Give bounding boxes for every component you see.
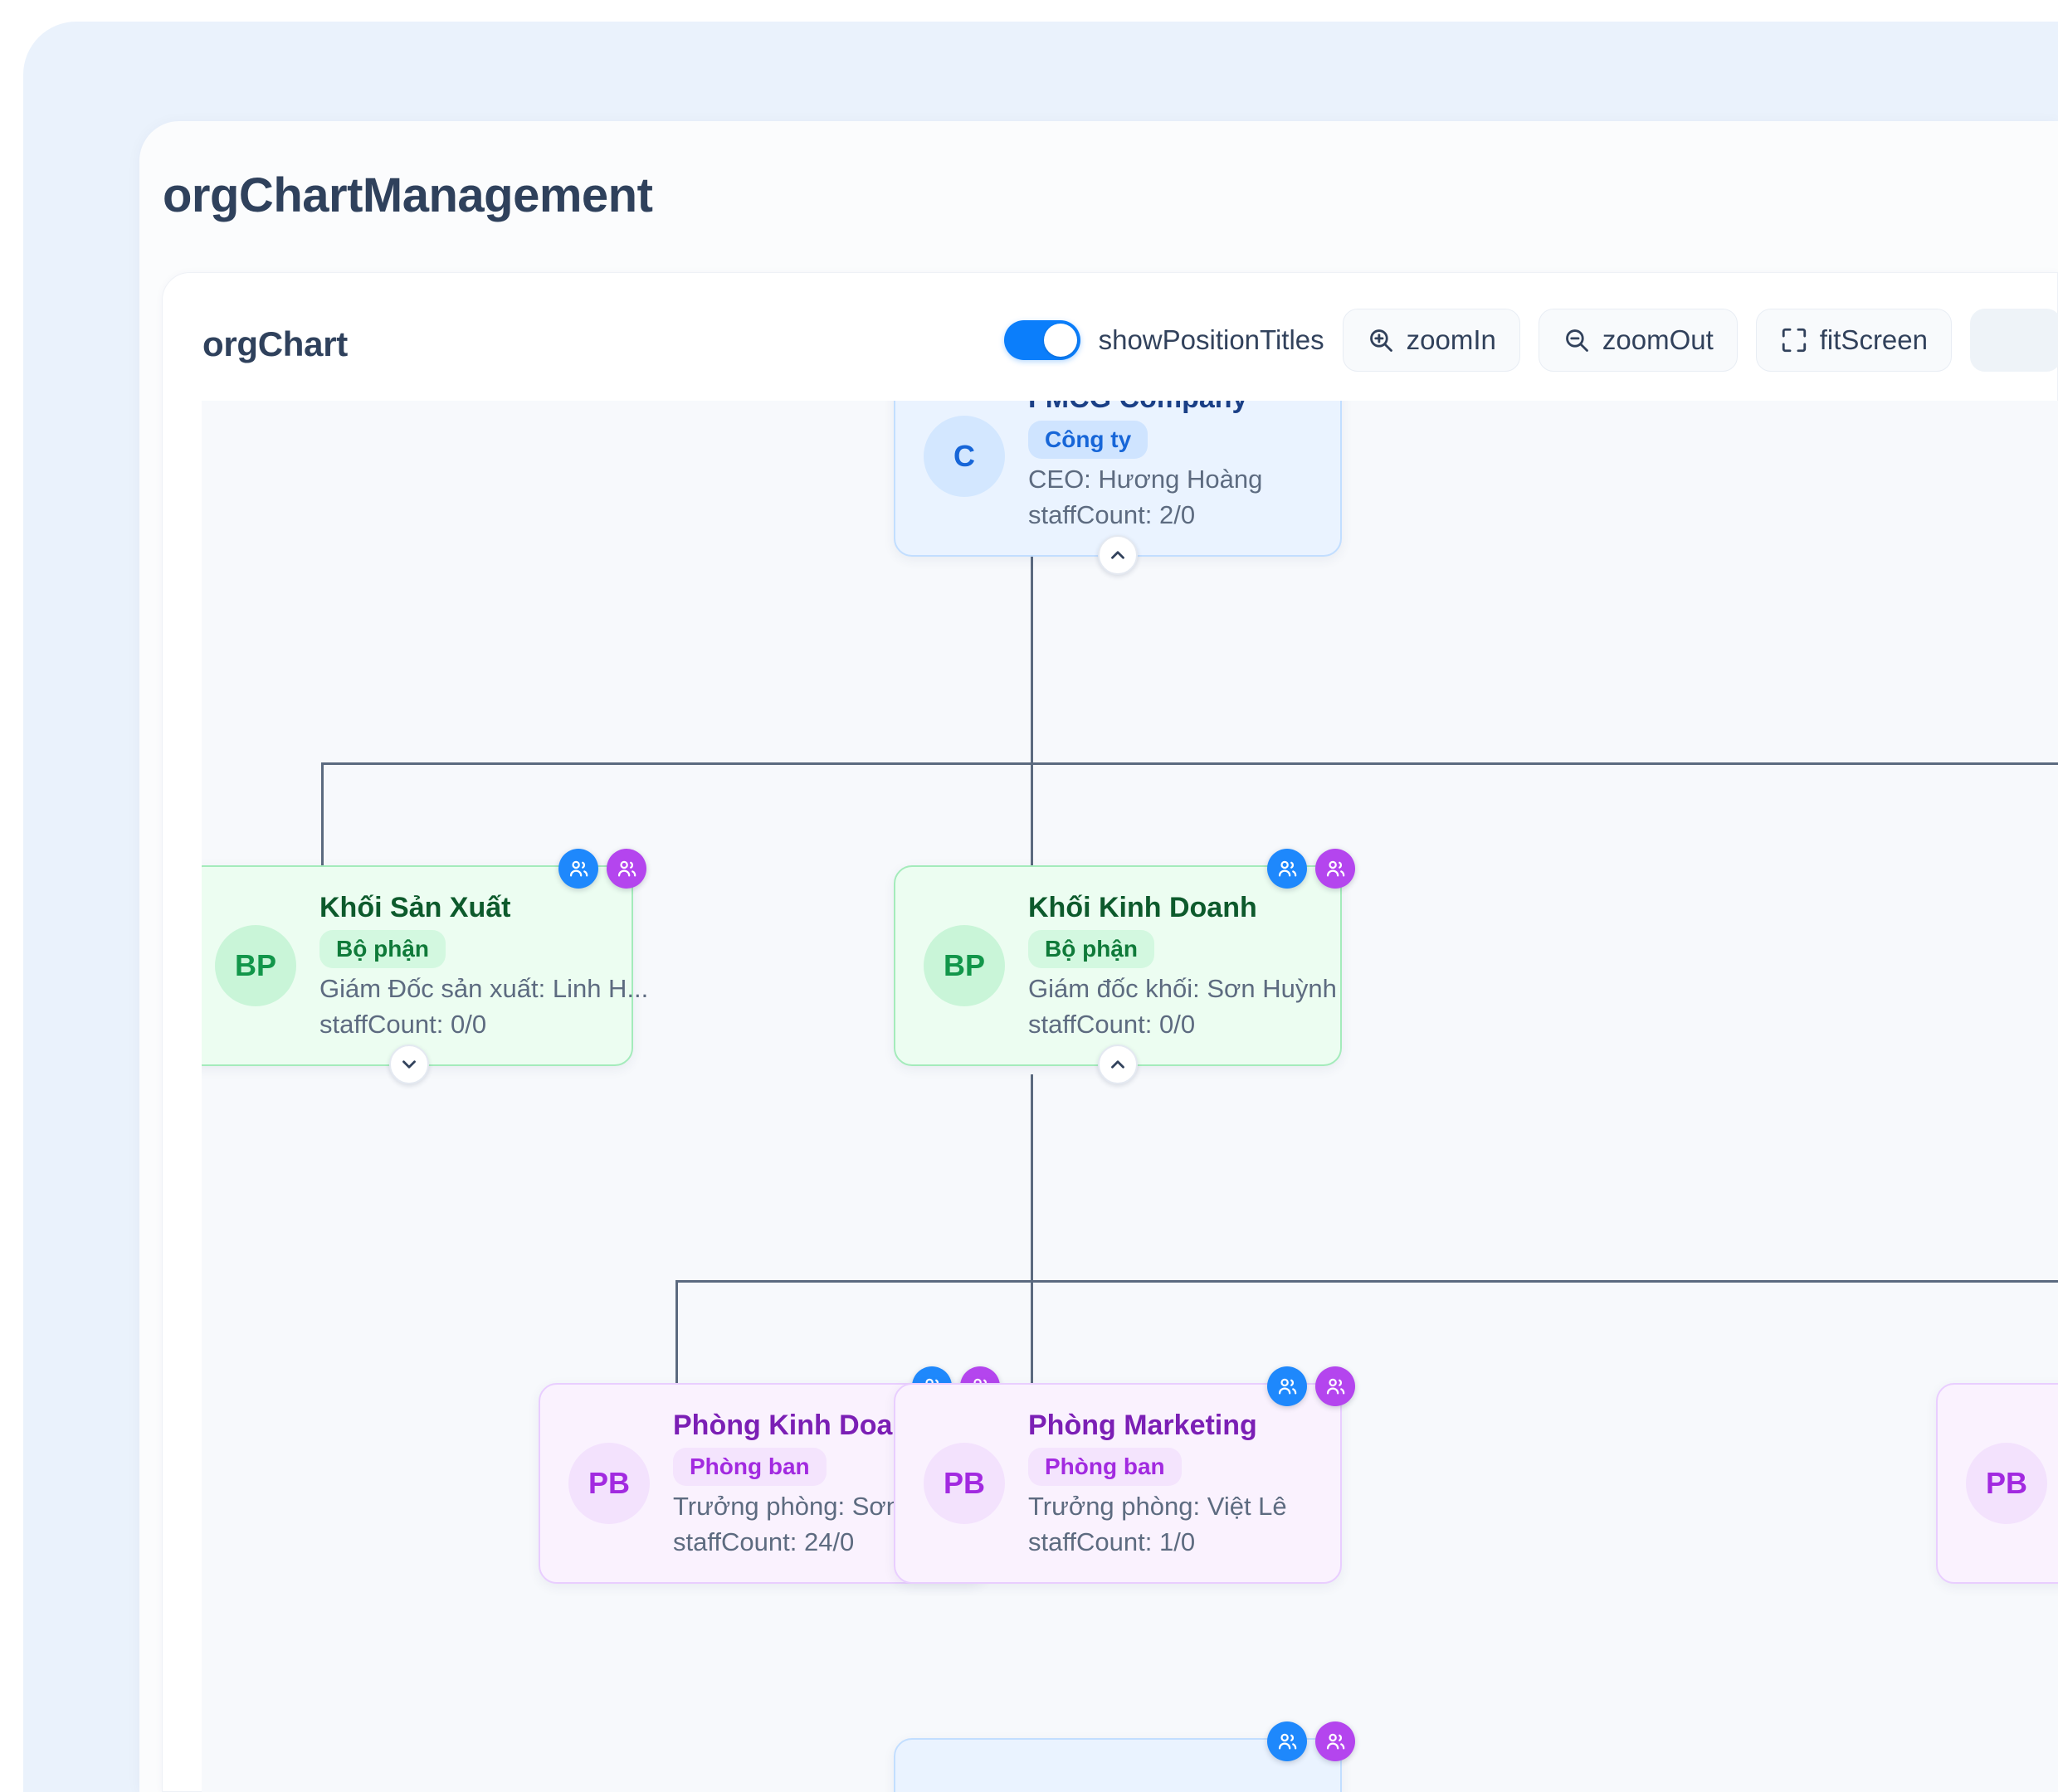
toggle-knob — [1043, 324, 1077, 357]
fit-screen-button[interactable]: fitScreen — [1755, 309, 1952, 372]
node-title: Khối Sản Xuất — [319, 892, 511, 923]
connector-to-khoi-kinh-doanh — [1031, 762, 1033, 865]
node-actions — [1267, 849, 1355, 889]
chart-heading: orgChart — [202, 324, 348, 363]
org-node-clipped-department[interactable]: PB — [1936, 1383, 2058, 1584]
zoom-out-label: zoomOut — [1602, 324, 1714, 355]
node-body: Khối Sản Xuất Bộ phận Giám Đốc sản xuất:… — [319, 892, 649, 1040]
chart-toolbar: showPositionTitles zoomIn — [1003, 309, 2058, 372]
node-actions — [558, 849, 646, 889]
users-icon — [1326, 860, 1344, 876]
zoom-in-label: zoomIn — [1406, 324, 1496, 355]
org-chart-card: orgChart showPositionTitles zoomIn — [162, 272, 2058, 1792]
connector-to-khoi-san-xuat — [321, 762, 324, 865]
node-position-line: Trưởng phòng: Việt Lê — [1028, 1492, 1287, 1521]
node-type-badge: Bộ phận — [319, 930, 446, 968]
show-position-titles-group[interactable]: showPositionTitles — [1003, 320, 1324, 360]
node-staff-count: staffCount: 2/0 — [1028, 500, 1196, 529]
users-icon — [569, 860, 588, 876]
node-staff-count: staffCount: 24/0 — [673, 1527, 855, 1556]
connector-to-phong-marketing — [1031, 1280, 1033, 1383]
users-icon — [1278, 1733, 1296, 1749]
node-staff-count: staffCount: 1/0 — [1028, 1527, 1196, 1556]
users-icon — [1326, 1378, 1344, 1394]
users-icon — [1326, 1733, 1344, 1749]
page-title: orgChartManagement — [163, 168, 653, 222]
fit-screen-icon — [1782, 328, 1806, 353]
node-body: FMCG Company Công ty CEO: Hương Hoàng st… — [1028, 401, 1262, 530]
node-actions — [1267, 1366, 1355, 1406]
manage-members-badge[interactable] — [607, 849, 646, 889]
node-staff-count: staffCount: 0/0 — [319, 1010, 487, 1039]
users-icon — [1278, 1378, 1296, 1394]
assign-staff-badge[interactable] — [558, 849, 598, 889]
show-position-titles-label: showPositionTitles — [1098, 324, 1324, 355]
connector-level1-bar — [321, 762, 2058, 765]
node-body: Phòng Kinh Doanh Phòng ban Trưởng phòng:… — [673, 1410, 982, 1557]
zoom-out-button[interactable]: zoomOut — [1538, 309, 1738, 372]
node-avatar: PB — [1966, 1443, 2047, 1524]
node-position-line: Giám đốc khối: Sơn Huỳnh — [1028, 974, 1337, 1003]
manage-members-badge[interactable] — [1315, 849, 1355, 889]
node-title: Phòng Marketing — [1028, 1410, 1257, 1441]
expand-toggle-button[interactable] — [389, 1045, 429, 1084]
connector-level2-bar — [675, 1280, 2058, 1283]
node-avatar: PB — [568, 1443, 650, 1524]
connector-to-phong-kinh-doanh — [675, 1280, 678, 1383]
org-node-test-company[interactable]: C Test Company Công ty — [894, 1721, 1355, 1792]
node-type-badge: Phòng ban — [673, 1448, 827, 1486]
chevron-up-icon — [1111, 551, 1124, 559]
node-actions — [1267, 1721, 1355, 1761]
node-position-line: Giám Đốc sản xuất: Linh H... — [319, 974, 649, 1003]
users-icon — [617, 860, 636, 876]
node-staff-count: staffCount: 0/0 — [1028, 1010, 1196, 1039]
org-node-phong-marketing[interactable]: PB Phòng Marketing Phòng ban Trưởng phòn… — [894, 1366, 1355, 1584]
zoom-out-icon — [1565, 329, 1588, 352]
assign-staff-badge[interactable] — [1267, 1721, 1307, 1761]
chart-header: orgChart showPositionTitles zoomIn — [163, 273, 2058, 401]
node-avatar: PB — [924, 1443, 1005, 1524]
show-position-titles-toggle[interactable] — [1003, 320, 1080, 360]
org-chart-canvas[interactable]: C FMCG Company Công ty CEO: Hương Hoàng … — [202, 401, 2058, 1792]
org-node-fmcg-company[interactable]: C FMCG Company Công ty CEO: Hương Hoàng … — [894, 401, 1342, 575]
node-title: Phòng Kinh Doanh — [673, 1410, 927, 1441]
node-type-badge: Công ty — [1028, 421, 1148, 459]
connector-kkd-down — [1031, 1074, 1033, 1282]
node-avatar: BP — [924, 925, 1005, 1006]
overflow-toolbar-button[interactable] — [1970, 309, 2058, 372]
fit-screen-label: fitScreen — [1819, 324, 1928, 355]
users-icon — [1278, 860, 1296, 876]
node-title: Khối Kinh Doanh — [1028, 892, 1257, 923]
manage-members-badge[interactable] — [1315, 1366, 1355, 1406]
chevron-up-icon — [1111, 1060, 1124, 1069]
node-avatar: BP — [215, 925, 296, 1006]
zoom-in-button[interactable]: zoomIn — [1342, 309, 1520, 372]
collapse-toggle-button[interactable] — [1098, 535, 1138, 575]
org-node-khoi-san-xuat[interactable]: BP Khối Sản Xuất Bộ phận Giám Đốc sản xu… — [202, 849, 649, 1084]
collapse-toggle-button[interactable] — [1098, 1045, 1138, 1084]
assign-staff-badge[interactable] — [1267, 1366, 1307, 1406]
node-body: Khối Kinh Doanh Bộ phận Giám đốc khối: S… — [1028, 892, 1337, 1040]
manage-members-badge[interactable] — [1315, 1721, 1355, 1761]
node-avatar: C — [924, 416, 1005, 497]
node-type-badge: Phòng ban — [1028, 1448, 1182, 1486]
assign-staff-badge[interactable] — [1267, 849, 1307, 889]
node-type-badge: Bộ phận — [1028, 930, 1154, 968]
node-position-line: CEO: Hương Hoàng — [1028, 465, 1263, 494]
node-body: Phòng Marketing Phòng ban Trưởng phòng: … — [1028, 1410, 1287, 1557]
node-title: FMCG Company — [1028, 401, 1262, 415]
chevron-down-icon — [402, 1060, 416, 1069]
zoom-in-icon — [1369, 329, 1392, 352]
org-node-khoi-kinh-doanh[interactable]: BP Khối Kinh Doanh Bộ phận Giám đốc khối… — [894, 849, 1355, 1084]
connector-root-stem — [1031, 557, 1033, 764]
